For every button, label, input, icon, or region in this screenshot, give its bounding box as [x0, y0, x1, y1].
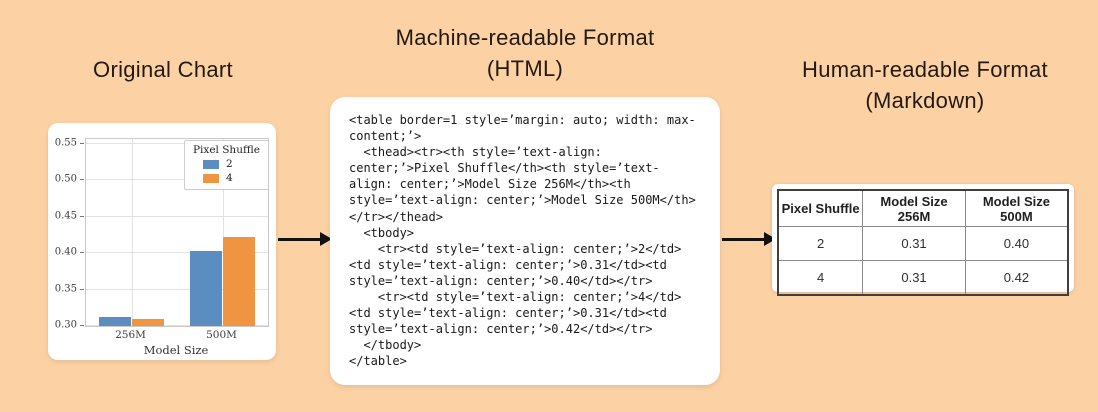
arrow-shaft: [722, 237, 766, 241]
gridline: [80, 215, 268, 217]
legend-item: 2: [202, 158, 260, 170]
original-chart-card: 0.30 0.35 0.40 0.45 0.50 0.55 256M 500M Model …: [48, 123, 276, 360]
gridline: [222, 139, 224, 326]
md-header-cell: Pixel Shuffle: [777, 189, 864, 227]
x-axis-labels: 256M 500M: [85, 329, 267, 343]
bar-series-4-500M: [222, 237, 256, 326]
arrow-shaft: [278, 237, 322, 241]
x-tick-label: 500M: [206, 329, 237, 341]
legend-label: 2: [225, 158, 233, 170]
gridline: [80, 179, 268, 181]
bar-series-4-256M: [131, 319, 165, 326]
legend-title: Pixel Shuffle: [192, 144, 260, 156]
gridline: [80, 143, 268, 145]
y-axis-labels: 0.30 0.35 0.40 0.45 0.50 0.55: [48, 137, 81, 331]
x-tick-label: 256M: [115, 329, 146, 341]
md-header-cell: Model Size 500M: [964, 189, 1069, 227]
md-header-cell: Model Size 256M: [862, 189, 966, 227]
legend-swatch-icon: [202, 173, 219, 183]
original-chart-title: Original Chart: [93, 57, 233, 82]
bar-series-2-500M: [189, 251, 223, 326]
md-cell: 2: [777, 226, 864, 261]
human-readable-title-line2: (Markdown): [865, 88, 985, 113]
y-tick-label: 0.45: [54, 210, 77, 222]
machine-readable-title-line1: Machine-readable Format: [395, 25, 655, 50]
gridline: [80, 288, 268, 290]
legend-item: 4: [202, 172, 260, 184]
y-tick-label: 0.55: [54, 137, 77, 149]
x-axis-title: Model Size: [143, 343, 209, 357]
md-cell: 4: [777, 260, 864, 296]
html-code-card: <table border=1 style=’margin: auto; wid…: [330, 97, 720, 385]
gridline: [131, 139, 133, 326]
machine-readable-title-line2: (HTML): [486, 56, 564, 81]
legend-label: 4: [225, 172, 233, 184]
html-code-block: <table border=1 style=’margin: auto; wid…: [349, 113, 696, 369]
bar-series-2-256M: [98, 317, 132, 326]
y-tick-label: 0.40: [54, 246, 77, 258]
y-tick-label: 0.35: [54, 283, 77, 295]
md-cell: 0.40: [964, 226, 1069, 261]
md-cell: 0.31: [862, 226, 966, 261]
arrow-head: [320, 232, 332, 246]
human-readable-title-line1: Human-readable Format: [802, 57, 1048, 82]
y-tick-label: 0.50: [54, 173, 77, 185]
right-arrow-icon: [278, 232, 332, 246]
y-tick-label: 0.30: [54, 319, 77, 331]
gridline: [80, 252, 268, 254]
machine-readable-title: Machine-readable Format (HTML): [330, 22, 720, 84]
md-cell: 0.42: [964, 260, 1069, 296]
right-arrow-icon: [722, 232, 776, 246]
md-cell: 0.31: [862, 260, 966, 296]
human-readable-title: Human-readable Format (Markdown): [760, 54, 1090, 116]
legend-swatch-icon: [202, 159, 219, 169]
gridline: [80, 325, 268, 326]
